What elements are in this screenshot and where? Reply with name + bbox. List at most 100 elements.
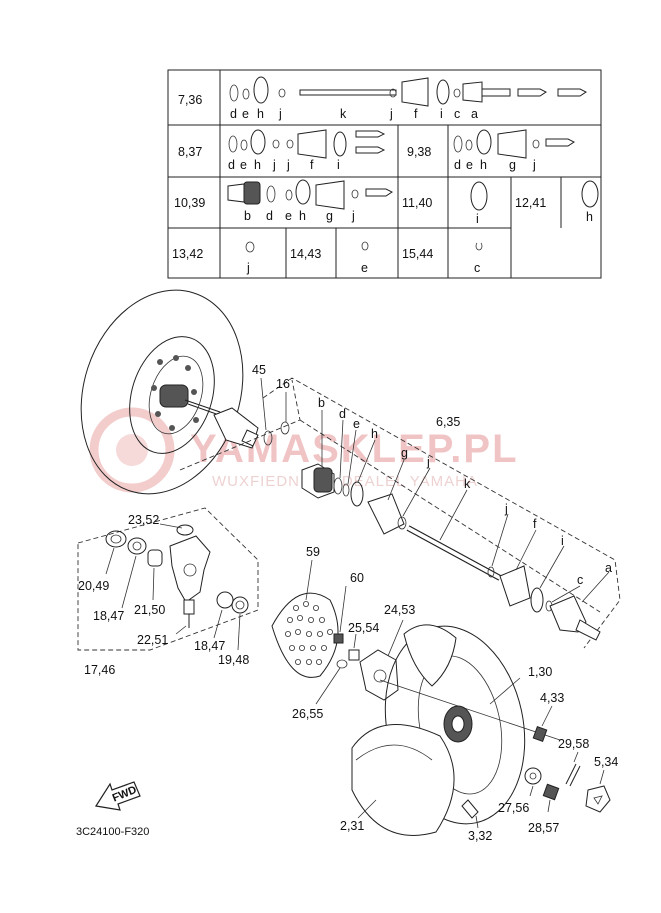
kit-row-15-44: c: [474, 242, 483, 275]
part-letter: h: [257, 107, 264, 121]
part-letter: h: [480, 158, 487, 172]
part-d: [333, 477, 343, 495]
callout-i: i: [561, 534, 564, 548]
part-letter: j: [278, 107, 282, 121]
callout-c: c: [577, 573, 583, 587]
part-22-51: [183, 599, 195, 615]
callout-18-47: 18,47: [194, 639, 225, 653]
part-letter: e: [285, 209, 292, 223]
callout-28-57: 28,57: [528, 821, 559, 835]
part-letter: b: [244, 209, 251, 223]
part-18-47-b: [216, 591, 234, 609]
kit-number: 13,42: [172, 247, 203, 261]
callout-4-33: 4,33: [540, 691, 564, 705]
part-k-shaft: [407, 526, 501, 580]
part-letter: j: [532, 158, 536, 172]
callout-23-52: 23,52: [128, 513, 159, 527]
part-letter: d: [230, 107, 237, 121]
kit-row-14-43: e: [361, 241, 369, 275]
part-21-50: [147, 549, 163, 567]
kit-row-9-38: d e h g j: [453, 129, 575, 172]
callout-5-34: 5,34: [594, 755, 618, 769]
part-28-57-nut: [542, 783, 560, 801]
part-letter: i: [337, 158, 340, 172]
callout-17-46: 17,46: [84, 663, 115, 677]
part-letter: f: [414, 107, 418, 121]
callout-59: 59: [306, 545, 320, 559]
part-letter: c: [474, 261, 480, 275]
watermark-sub-text: WUXFIEDNISZ I DEALEL YAMAHA: [212, 473, 478, 490]
hub-assembly: 60 25,54 26,55 24,53: [292, 571, 561, 741]
part-letter: f: [310, 158, 314, 172]
part-letter: h: [586, 210, 593, 224]
part-letter: e: [361, 261, 368, 275]
callout-b: b: [318, 396, 325, 410]
part-h: [350, 481, 364, 507]
callout-d: d: [339, 407, 346, 421]
callout-j: j: [426, 455, 430, 469]
part-25-54: [348, 649, 360, 661]
part-letter: e: [242, 107, 249, 121]
watermark-logo-ring: [89, 407, 175, 493]
part-letter: d: [266, 209, 273, 223]
steering-knuckle: [169, 535, 211, 603]
callout-g: g: [401, 446, 408, 460]
part-letter: j: [272, 158, 276, 172]
part-letter: k: [340, 107, 347, 121]
kit-number: 9,38: [407, 145, 431, 159]
callout-19-48: 19,48: [218, 653, 249, 667]
part-23-52: [176, 524, 194, 536]
watermark-logo-core: [116, 434, 148, 466]
callout-f: f: [533, 517, 537, 531]
callout-26-55: 26,55: [292, 707, 323, 721]
upper-rim: [129, 336, 215, 454]
part-letter: d: [228, 158, 235, 172]
callout-1-30: 1,30: [528, 665, 552, 679]
part-18-47: [127, 537, 147, 555]
callout-a: a: [605, 561, 612, 575]
part-5-34-cap: [585, 785, 611, 813]
part-60-bolt: [333, 633, 344, 644]
callout-3-32: 3,32: [468, 829, 492, 843]
part-letter: e: [240, 158, 247, 172]
part-26-55: [336, 659, 348, 669]
part-letter: h: [254, 158, 261, 172]
kit-row-7-36: d e h j k j f i c a: [229, 76, 587, 121]
brake-disc: 59: [271, 545, 339, 678]
fwd-arrow-icon: FWD: [95, 781, 141, 811]
kit-row-8-37: d e h j j f i: [228, 129, 386, 172]
callout-25-54: 25,54: [348, 621, 379, 635]
part-j2: [487, 566, 495, 578]
knuckle-group: 23,52 20,49 18,47 21,50 22,51 18,47 19,4…: [77, 507, 259, 677]
kit-table: 7,36 8,37 9,38 10,39 11,40 12,41 13,42 1…: [167, 69, 602, 279]
callout-2-31: 2,31: [340, 819, 364, 833]
callout-16: 16: [276, 377, 290, 391]
part-letter: g: [326, 209, 333, 223]
part-letter: j: [351, 209, 355, 223]
callout-21-50: 21,50: [134, 603, 165, 617]
lower-wheel-assembly: 3,32 2,31 1,30: [340, 624, 552, 843]
part-letter: h: [299, 209, 306, 223]
part-f-boot: [499, 565, 531, 607]
lower-tire: [351, 724, 455, 836]
part-29-58-pin: [565, 763, 581, 787]
part-letter: d: [454, 158, 461, 172]
part-i: [530, 587, 544, 613]
kit-number: 14,43: [290, 247, 321, 261]
part-e: [342, 483, 350, 497]
part-45: [263, 430, 273, 446]
kit-row-12-41: h: [581, 180, 599, 224]
part-letter: j: [389, 107, 393, 121]
callout-j: j: [504, 502, 508, 516]
part-4-33-nut: [532, 726, 548, 742]
drive-shaft-group: 45 16 b d: [179, 363, 621, 649]
callout-6-35: 6,35: [436, 415, 460, 429]
part-letter: c: [454, 107, 460, 121]
kit-number: 11,40: [402, 196, 432, 210]
kit-number: 15,44: [402, 247, 433, 261]
callout-k: k: [464, 477, 471, 491]
part-letter: i: [476, 212, 479, 226]
kit-row-13-42: j: [245, 241, 255, 275]
part-letter: e: [466, 158, 473, 172]
